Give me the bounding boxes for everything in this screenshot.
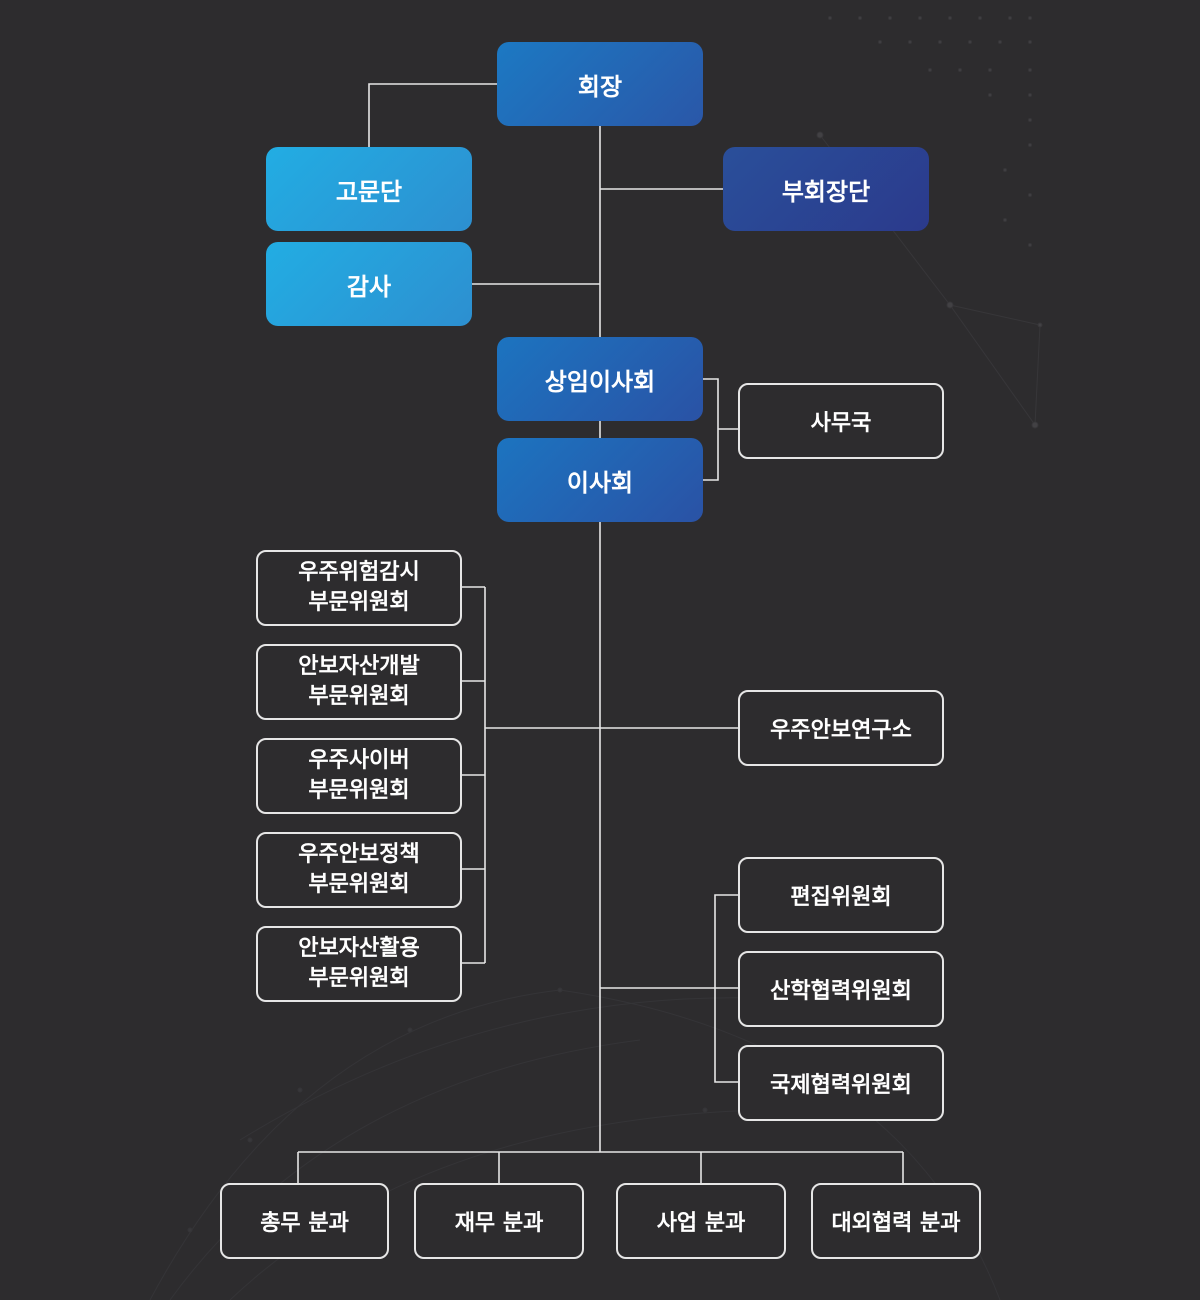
committee-line1: 우주안보정책: [298, 842, 420, 867]
board-node: 이사회: [497, 438, 703, 522]
committee-node: 우주안보정책 부문위원회: [256, 832, 462, 908]
division-node: 사업 분과: [616, 1183, 786, 1259]
division-node: 총무 분과: [220, 1183, 389, 1259]
advisory-node: 고문단: [266, 147, 472, 231]
committee-node: 안보자산개발 부문위원회: [256, 644, 462, 720]
vice-chairs-node: 부회장단: [723, 147, 929, 231]
editorial-committee-node: 편집위원회: [738, 857, 944, 933]
connector-lines: [297, 83, 904, 1183]
industry-academia-committee-label: 산학협력위원회: [770, 979, 912, 1004]
secretariat-node: 사무국: [738, 383, 944, 459]
committee-node: 우주위험감시 부문위원회: [256, 550, 462, 626]
advisory-label: 고문단: [335, 177, 403, 206]
division-label: 총무 분과: [260, 1211, 349, 1236]
committee-node: 우주사이버 부문위원회: [256, 738, 462, 814]
division-node: 재무 분과: [414, 1183, 584, 1259]
decorative-network-pattern: [816, 16, 1043, 429]
chairman-node: 회장: [497, 42, 703, 126]
committee-line2: 부문위원회: [308, 966, 410, 991]
committee-line2: 부문위원회: [308, 684, 410, 709]
committee-line1: 안보자산개발: [298, 654, 420, 679]
industry-academia-committee-node: 산학협력위원회: [738, 951, 944, 1027]
division-label: 재무 분과: [454, 1211, 544, 1236]
auditor-node: 감사: [266, 242, 472, 326]
division-label: 대외협력 분과: [831, 1211, 961, 1236]
international-committee-node: 국제협력위원회: [738, 1045, 944, 1121]
committee-line1: 안보자산활용: [298, 936, 420, 961]
division-node: 대외협력 분과: [811, 1183, 981, 1259]
chairman-label: 회장: [577, 72, 623, 101]
secretariat-label: 사무국: [810, 411, 872, 436]
standing-board-node: 상임이사회: [497, 337, 703, 421]
board-label: 이사회: [566, 468, 634, 497]
institute-label: 우주안보연구소: [770, 718, 912, 743]
committee-line1: 우주사이버: [308, 748, 410, 773]
committee-line1: 우주위험감시: [298, 560, 420, 585]
auditor-label: 감사: [346, 272, 392, 301]
standing-board-label: 상임이사회: [544, 367, 656, 396]
committee-line2: 부문위원회: [308, 778, 410, 803]
editorial-committee-label: 편집위원회: [790, 885, 892, 910]
vice-chairs-label: 부회장단: [781, 177, 871, 206]
committee-line2: 부문위원회: [308, 872, 410, 897]
institute-node: 우주안보연구소: [738, 690, 944, 766]
international-committee-label: 국제협력위원회: [770, 1073, 912, 1098]
division-label: 사업 분과: [656, 1211, 746, 1236]
committee-line2: 부문위원회: [308, 590, 410, 615]
committee-node: 안보자산활용 부문위원회: [256, 926, 462, 1002]
